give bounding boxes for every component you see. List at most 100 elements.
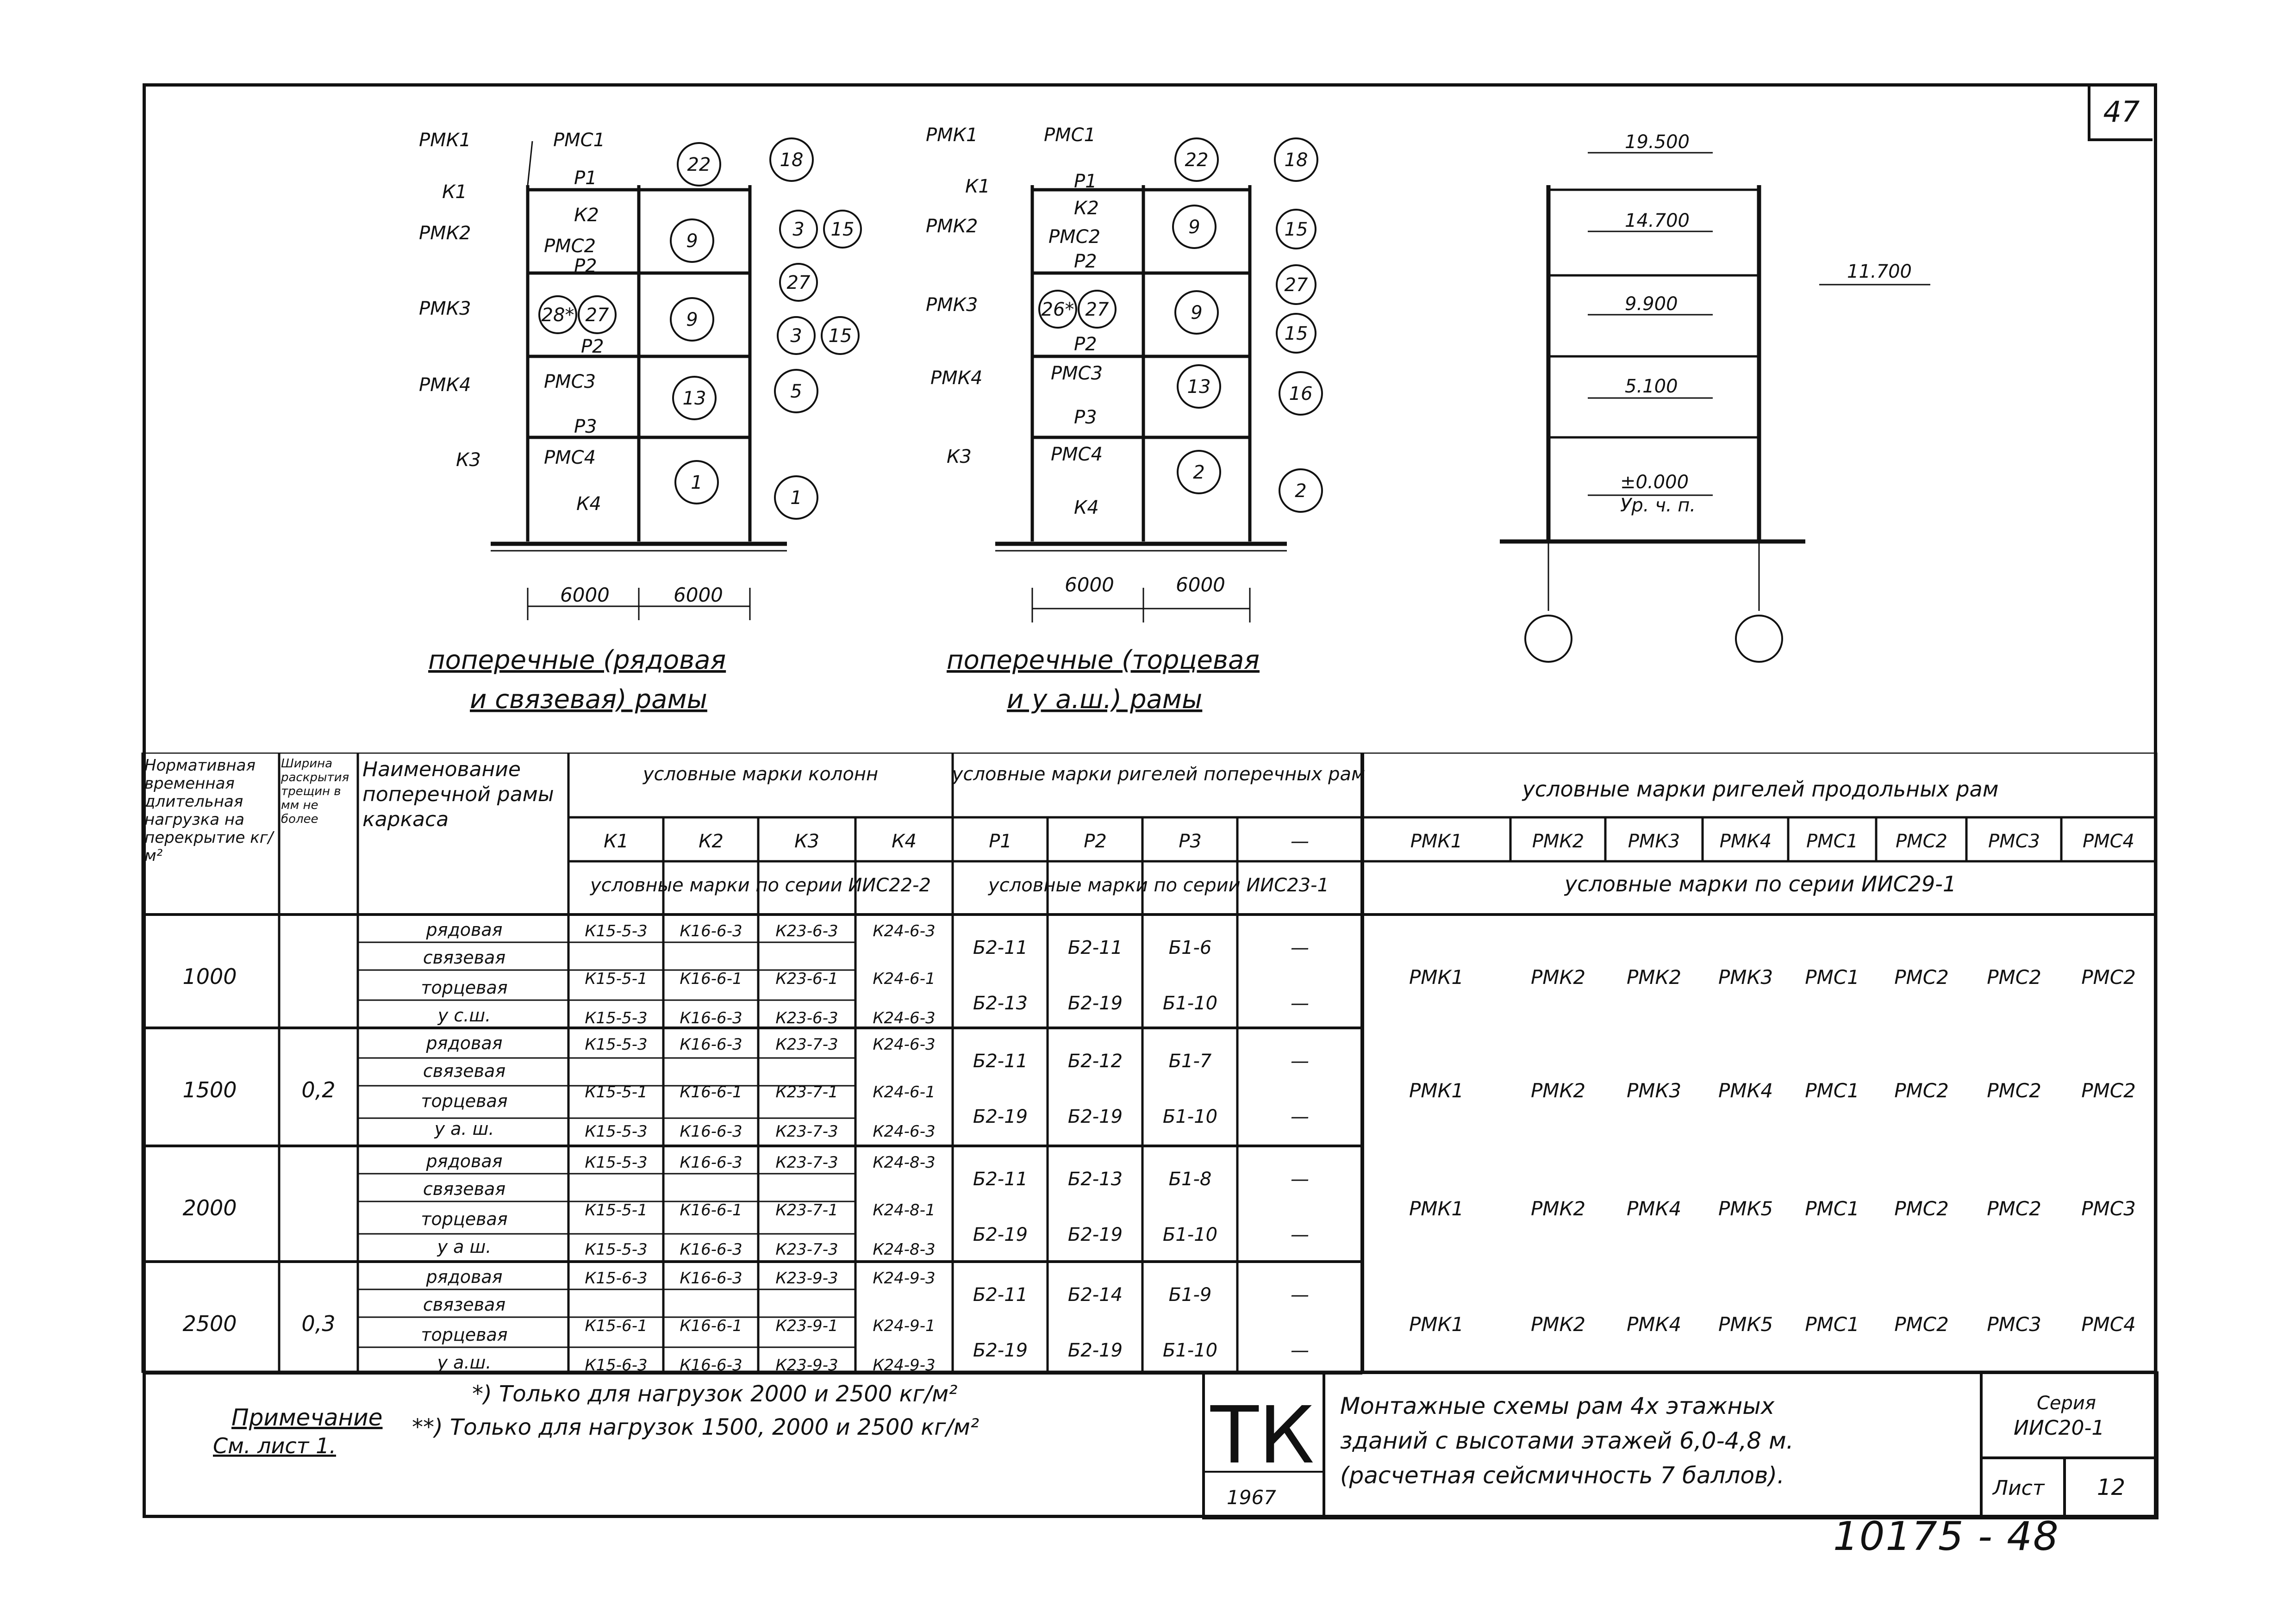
svg-text:РМК4: РМК4 <box>930 367 982 389</box>
beam-mark: Б2-14 <box>1068 1284 1123 1306</box>
label: РМС3 <box>544 371 596 392</box>
beam-mark: Б1-7 <box>1169 1051 1212 1072</box>
head-beams-t: условные марки ригелей поперечных рам <box>952 764 1365 785</box>
svg-text:РМС1: РМС1 <box>1806 831 1858 852</box>
drawings-area: РМК1 К1 РМК2 РМК3 РМК4 К3 РМС1 Р1 К2 РМС… <box>419 124 1930 715</box>
beam-mark: Б2-19 <box>1068 1224 1123 1245</box>
load-value: 2500 <box>182 1311 237 1336</box>
column-mark: К24-8-3 <box>873 1153 935 1172</box>
svg-text:18: 18 <box>1285 149 1308 171</box>
stamp-title-3: (расчетная сейсмичность 7 баллов). <box>1340 1462 1784 1489</box>
frame-name: торцевая <box>421 1325 507 1345</box>
svg-text:РМК3: РМК3 <box>926 294 978 316</box>
svg-text:РМК2: РМК2 <box>1532 831 1584 852</box>
column-mark: К15-5-1 <box>585 1083 647 1101</box>
column-mark: К24-6-3 <box>873 1009 935 1027</box>
beam-mark: Б1-9 <box>1169 1284 1212 1306</box>
column-mark: К16-6-1 <box>680 970 742 988</box>
long-beam-mark: РМС2 <box>2081 966 2136 989</box>
note-2: **) Только для нагрузок 1500, 2000 и 250… <box>412 1414 979 1440</box>
long-beam-mark: РМК2 <box>1531 1079 1585 1102</box>
svg-text:3: 3 <box>792 219 804 240</box>
long-beam-mark: РМС3 <box>1987 1313 2041 1336</box>
sheet-label: Лист <box>1992 1476 2045 1500</box>
svg-text:9: 9 <box>686 309 698 330</box>
beam-mark: Б2-11 <box>973 1169 1028 1190</box>
label: Р1 <box>574 168 597 189</box>
long-beam-mark: РМК5 <box>1718 1197 1773 1220</box>
series-beams-l: условные марки по серии ИИС29-1 <box>1564 871 1956 896</box>
series-label: Серия <box>2037 1393 2096 1414</box>
long-beam-mark: РМК5 <box>1718 1313 1773 1336</box>
beam-mark: — <box>1291 1051 1309 1072</box>
long-beam-mark: РМС2 <box>1987 1197 2041 1220</box>
long-beam-mark: РМС2 <box>2081 1079 2136 1102</box>
stamp-area: Примечание См. лист 1. *) Только для наг… <box>143 1371 2159 1519</box>
svg-text:18: 18 <box>780 149 804 171</box>
long-beam-mark: РМС2 <box>1894 966 1949 989</box>
column-mark: К15-5-3 <box>585 1240 647 1259</box>
svg-text:11.700: 11.700 <box>1847 261 1912 282</box>
beam-mark: — <box>1291 1106 1309 1127</box>
svg-text:13: 13 <box>1187 376 1211 398</box>
long-beam-mark: РМК2 <box>1627 966 1681 989</box>
column-mark: К15-5-1 <box>585 1201 647 1220</box>
archive-number: 10175 - 48 <box>1833 1513 2059 1560</box>
column-mark: К23-7-3 <box>775 1035 838 1054</box>
long-beam-mark: РМК1 <box>1409 1197 1464 1220</box>
note-1: *) Только для нагрузок 2000 и 2500 кг/м² <box>472 1381 957 1407</box>
long-beam-mark: РМС1 <box>1805 1313 1859 1336</box>
column-mark: К16-6-3 <box>680 1122 742 1141</box>
label: Р3 <box>574 416 597 437</box>
svg-text:РМС4: РМС4 <box>2083 831 2134 852</box>
svg-text:27: 27 <box>1285 274 1308 296</box>
frame-ordinary-mid-labels: РМС1 Р1 К2 РМС2 Р2 Р2 РМС3 Р3 РМС4 К4 <box>544 130 605 515</box>
beam-mark: Б1-10 <box>1163 993 1217 1014</box>
column-mark: К16-6-1 <box>680 1201 742 1220</box>
specification-table: Нормативная временная длительная нагрузк… <box>141 753 2158 1375</box>
caption-ordinary-2: и связевая) рамы <box>470 684 707 715</box>
long-beam-mark: РМК1 <box>1409 966 1464 989</box>
svg-text:К3: К3 <box>947 446 972 467</box>
svg-text:27: 27 <box>586 305 609 326</box>
svg-text:1: 1 <box>790 487 802 509</box>
svg-text:Р3: Р3 <box>1179 831 1202 852</box>
frame-name: связевая <box>423 1179 505 1199</box>
frame-ordinary-left-labels: РМК1 К1 РМК2 РМК3 РМК4 К3 <box>419 130 481 471</box>
beam-mark: Б2-13 <box>1068 1169 1123 1190</box>
svg-text:Р1: Р1 <box>1074 171 1097 192</box>
frame-name: рядовая <box>425 1267 502 1287</box>
column-mark: К16-6-3 <box>680 922 742 940</box>
svg-text:РМС2: РМС2 <box>1048 226 1100 248</box>
column-mark: К15-5-1 <box>585 970 647 988</box>
beam-mark: — <box>1291 1224 1309 1245</box>
svg-text:22: 22 <box>1185 149 1209 171</box>
frame-name: связевая <box>423 1294 505 1315</box>
column-mark: К23-7-3 <box>775 1122 838 1141</box>
column-mark: К23-7-1 <box>775 1201 838 1220</box>
label: РМК3 <box>419 298 471 319</box>
svg-text:15: 15 <box>1285 323 1308 344</box>
label: РМС2 <box>544 236 596 257</box>
beam-mark: Б2-11 <box>973 1051 1028 1072</box>
column-mark: К15-6-3 <box>585 1269 647 1288</box>
beam-mark: Б2-19 <box>1068 1106 1123 1127</box>
frame-end-circles <box>1038 137 1323 513</box>
long-beam-mark: РМК1 <box>1409 1313 1464 1336</box>
svg-text:К4: К4 <box>892 831 917 852</box>
svg-text:РМС4: РМС4 <box>1051 444 1103 465</box>
svg-text:1: 1 <box>691 472 702 493</box>
frame-ordinary-circle-text: 22 9 9 13 1 28* 27 18 3 15 27 3 15 5 1 <box>542 149 855 509</box>
stamp-year: 1967 <box>1227 1486 1276 1509</box>
crack-value: 0,3 <box>301 1311 335 1336</box>
svg-text:К1: К1 <box>604 831 629 852</box>
svg-text:9: 9 <box>1191 302 1202 324</box>
frame-ordinary <box>491 141 787 620</box>
svg-text:К3: К3 <box>794 831 819 852</box>
column-mark: К23-9-1 <box>775 1317 838 1335</box>
beam-mark: Б1-8 <box>1169 1169 1212 1190</box>
svg-text:РМС3: РМС3 <box>1988 831 2040 852</box>
beam-mark: Б2-19 <box>1068 993 1123 1014</box>
svg-text:—: — <box>1291 831 1309 852</box>
frame-name: у а.ш. <box>437 1352 492 1373</box>
